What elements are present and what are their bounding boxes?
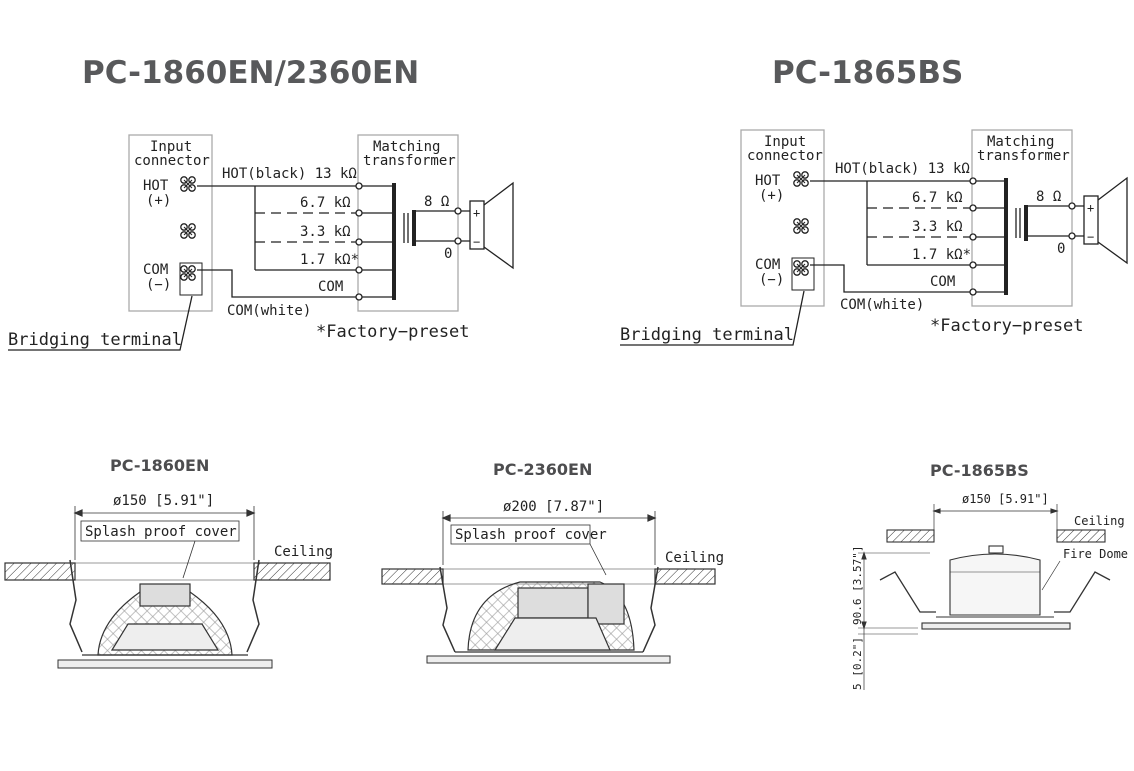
pc2360-title: PC-2360EN — [493, 460, 593, 479]
title-right: PC-1865BS — [772, 55, 964, 91]
svg-text:90.6 [3.57"]: 90.6 [3.57"] — [851, 546, 864, 625]
svg-text:+: + — [473, 206, 480, 220]
svg-text:Ceiling: Ceiling — [665, 550, 724, 566]
svg-text:6.7 kΩ: 6.7 kΩ — [912, 190, 963, 206]
svg-text:COM(white): COM(white) — [840, 297, 924, 313]
svg-text:Ceiling: Ceiling — [274, 544, 333, 560]
svg-text:Bridging terminal: Bridging terminal — [8, 330, 182, 350]
pc1860-mount: ø150 [5.91"] Splash proof cover Ceiling — [4, 493, 333, 669]
mid-terminal-icon — [793, 218, 809, 234]
pc1865-mount: ø150 [5.91"] Ceiling Fire Dome 90.6 [3.5… — [851, 492, 1128, 690]
svg-text:3.3 kΩ: 3.3 kΩ — [912, 219, 963, 235]
pc2360-mount: ø200 [7.87"] Splash proof cover Ceiling — [381, 499, 724, 664]
svg-text:(+): (+) — [759, 188, 784, 204]
svg-text:6.7 kΩ: 6.7 kΩ — [300, 195, 351, 211]
svg-text:+: + — [1087, 201, 1094, 215]
svg-text:HOT(black) 13 kΩ: HOT(black) 13 kΩ — [835, 161, 970, 177]
svg-text:ø200 [7.87"]: ø200 [7.87"] — [503, 499, 604, 515]
hot-terminal-icon — [180, 176, 196, 192]
wiring-left — [8, 134, 514, 351]
svg-text:−: − — [1087, 230, 1094, 244]
svg-text:(+): (+) — [146, 193, 171, 209]
wiring-right-labels: Input connector Matching transformer HOT… — [620, 134, 1094, 345]
svg-text:Splash proof cover: Splash proof cover — [85, 524, 237, 540]
svg-text:connector: connector — [134, 153, 210, 169]
svg-text:3.3 kΩ: 3.3 kΩ — [300, 224, 351, 240]
svg-text:Input: Input — [764, 134, 806, 150]
svg-text:Fire Dome: Fire Dome — [1063, 547, 1128, 561]
mid-terminal-icon — [180, 223, 196, 239]
hot-terminal-icon — [793, 171, 809, 187]
svg-text:HOT: HOT — [755, 173, 781, 189]
svg-text:connector: connector — [747, 148, 823, 164]
svg-text:−: − — [473, 235, 480, 249]
svg-text:(−): (−) — [759, 272, 784, 288]
svg-text:1.7 kΩ*: 1.7 kΩ* — [300, 252, 359, 268]
svg-text:0: 0 — [444, 246, 452, 262]
title-left: PC-1860EN/2360EN — [82, 55, 420, 91]
svg-text:HOT: HOT — [143, 178, 169, 194]
svg-text:8 Ω: 8 Ω — [424, 194, 449, 210]
svg-text:8 Ω: 8 Ω — [1036, 189, 1061, 205]
svg-text:(−): (−) — [146, 277, 171, 293]
wiring-right — [620, 129, 1128, 346]
svg-text:ø150 [5.91"]: ø150 [5.91"] — [113, 493, 214, 509]
svg-text:5 [0.2"]: 5 [0.2"] — [851, 637, 864, 690]
com-terminal-icon — [180, 265, 196, 281]
svg-text:transformer: transformer — [977, 148, 1070, 164]
pc1865-title: PC-1865BS — [930, 461, 1029, 480]
svg-text:HOT(black) 13 kΩ: HOT(black) 13 kΩ — [222, 166, 357, 182]
svg-text:Matching: Matching — [373, 139, 440, 155]
svg-text:0: 0 — [1057, 241, 1065, 257]
svg-text:Splash proof cover: Splash proof cover — [455, 527, 607, 543]
wiring-left-labels: Input connector Matching transformer HOT… — [8, 139, 480, 350]
svg-text:ø150 [5.91"]: ø150 [5.91"] — [962, 492, 1049, 506]
svg-text:*Factory−preset: *Factory−preset — [316, 322, 470, 342]
svg-text:Input: Input — [150, 139, 192, 155]
svg-text:COM: COM — [755, 257, 780, 273]
pc1860-title: PC-1860EN — [110, 456, 210, 475]
svg-text:Ceiling: Ceiling — [1074, 514, 1125, 528]
svg-text:COM: COM — [318, 279, 343, 295]
svg-text:COM: COM — [143, 262, 168, 278]
svg-text:Matching: Matching — [987, 134, 1054, 150]
svg-text:COM: COM — [930, 274, 955, 290]
svg-text:1.7 kΩ*: 1.7 kΩ* — [912, 247, 971, 263]
svg-text:COM(white): COM(white) — [227, 303, 311, 319]
svg-text:*Factory−preset: *Factory−preset — [930, 316, 1084, 336]
com-terminal-icon — [793, 260, 809, 276]
svg-text:transformer: transformer — [363, 153, 456, 169]
svg-text:Bridging terminal: Bridging terminal — [620, 325, 794, 345]
